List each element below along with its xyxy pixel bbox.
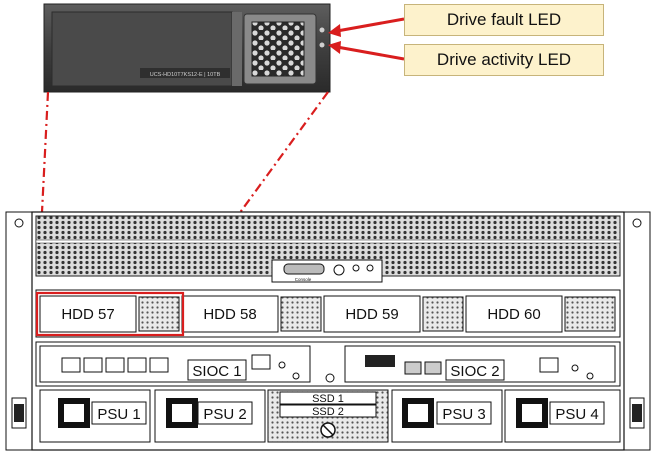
psu-1 bbox=[39, 389, 151, 443]
hdd-label-59: HDD 59 bbox=[345, 306, 398, 323]
hdd-bay-57 bbox=[39, 295, 180, 333]
psu-label-3: PSU 3 bbox=[442, 406, 485, 423]
psu-4 bbox=[504, 389, 621, 443]
sioc-label-2: SIOC 2 bbox=[450, 363, 499, 380]
hdd-label-57: HDD 57 bbox=[61, 306, 114, 323]
activity-led-indicator bbox=[319, 42, 325, 48]
ssd-label-2: SSD 2 bbox=[312, 406, 344, 418]
fault-led-callout: Drive fault LED bbox=[404, 4, 604, 36]
activity-led-callout: Drive activity LED bbox=[404, 44, 604, 76]
ssd-bay bbox=[267, 389, 389, 443]
ssd-label-1: SSD 1 bbox=[312, 393, 344, 405]
drive-label-plate bbox=[140, 68, 230, 78]
psu-2 bbox=[154, 389, 266, 443]
drive-carrier-photo: UCS-HD10T7KS12-E | 10TB bbox=[43, 3, 331, 93]
fault-led-indicator bbox=[319, 27, 325, 33]
psu-3 bbox=[391, 389, 503, 443]
hdd-bay-58 bbox=[181, 295, 322, 333]
psu-label-1: PSU 1 bbox=[97, 406, 140, 423]
hdd-57-highlight bbox=[35, 291, 185, 337]
hdd-bay-59 bbox=[323, 295, 464, 333]
psu-label-4: PSU 4 bbox=[555, 406, 598, 423]
drive-label-text: UCS-HD10T7KS12-E | 10TB bbox=[150, 72, 221, 78]
hdd-bay-60 bbox=[465, 295, 616, 333]
sioc-2-module bbox=[344, 345, 616, 383]
sioc-1-module bbox=[39, 345, 311, 383]
hdd-label-60: HDD 60 bbox=[487, 306, 540, 323]
chassis: Console HDD 57 HDD 58 HDD 59 HDD 60 bbox=[5, 211, 651, 451]
callout-arrows bbox=[328, 17, 405, 61]
console-port-label: Console bbox=[295, 277, 312, 282]
hdd-label-58: HDD 58 bbox=[203, 306, 256, 323]
psu-label-2: PSU 2 bbox=[203, 406, 246, 423]
sioc-label-1: SIOC 1 bbox=[192, 363, 241, 380]
